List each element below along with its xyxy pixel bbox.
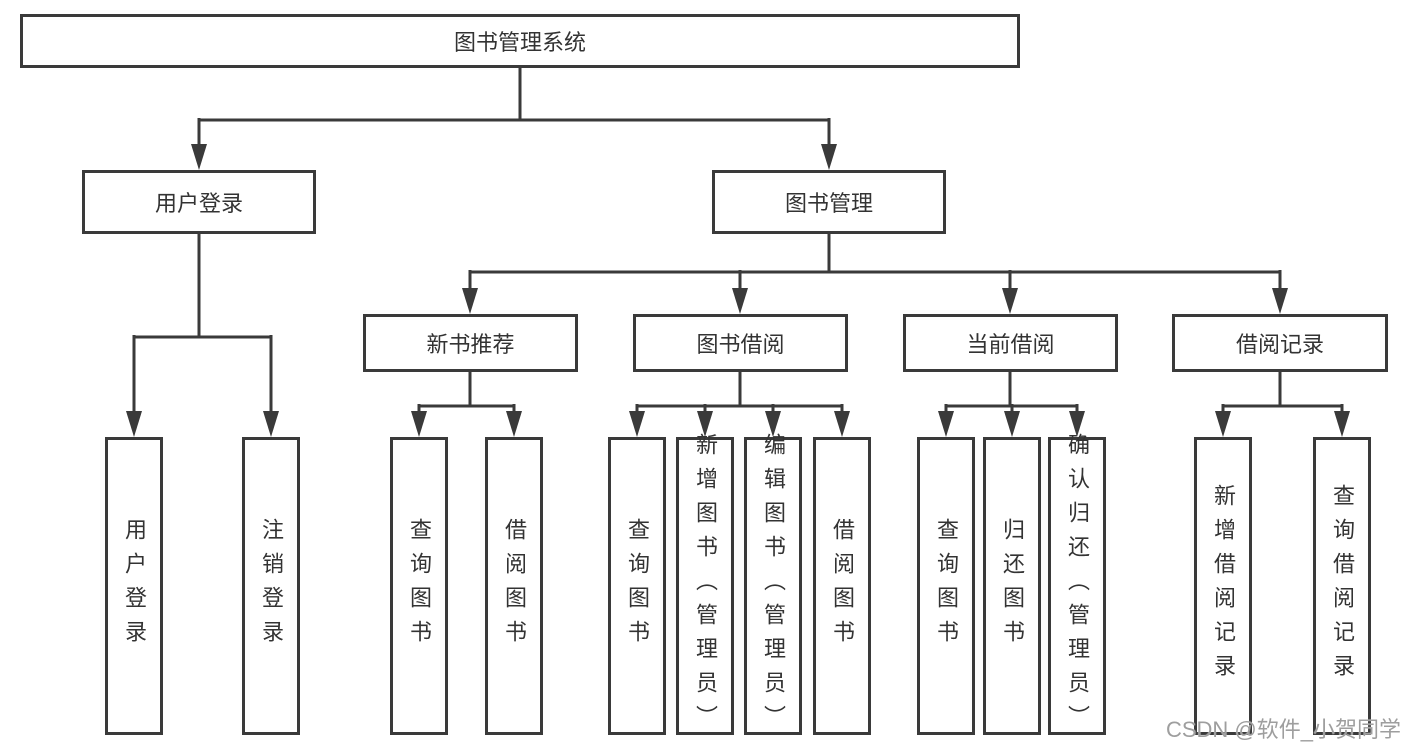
node-book-management-label: 图书管理 xyxy=(784,191,873,216)
leaf-borrowing-edit-books-admin-label: 编辑图书（管理员） xyxy=(761,433,786,739)
leaf-current-return-books-label: 归还图书 xyxy=(1000,518,1025,654)
leaf-logout-label: 注销登录 xyxy=(259,518,284,654)
node-user-login-label: 用户登录 xyxy=(154,191,243,216)
leaf-current-confirm-return-admin-label: 确认归还（管理员） xyxy=(1065,433,1090,739)
leaf-records-query-record: 查询借阅记录 xyxy=(1313,437,1371,735)
node-new-book-recommend-label: 新书推荐 xyxy=(426,332,515,357)
node-book-management: 图书管理 xyxy=(712,170,946,234)
leaf-newbook-borrow-books-label: 借阅图书 xyxy=(502,518,527,654)
leaf-borrowing-borrow-books: 借阅图书 xyxy=(813,437,871,735)
leaf-current-query-books-label: 查询图书 xyxy=(934,518,959,654)
leaf-records-add-record-label: 新增借阅记录 xyxy=(1211,484,1236,688)
node-book-borrowing: 图书借阅 xyxy=(633,314,848,372)
leaf-newbook-query-books: 查询图书 xyxy=(390,437,448,735)
leaf-newbook-borrow-books: 借阅图书 xyxy=(485,437,543,735)
leaf-borrowing-add-books-admin: 新增图书（管理员） xyxy=(676,433,734,739)
node-borrowing-records: 借阅记录 xyxy=(1172,314,1388,372)
node-root: 图书管理系统 xyxy=(20,14,1020,68)
leaf-user-login: 用户登录 xyxy=(105,437,163,735)
leaf-current-confirm-return-admin: 确认归还（管理员） xyxy=(1048,433,1106,739)
node-root-label: 图书管理系统 xyxy=(453,30,586,55)
node-book-borrowing-label: 图书借阅 xyxy=(696,332,785,357)
node-current-borrowing: 当前借阅 xyxy=(903,314,1118,372)
leaf-borrowing-query-books: 查询图书 xyxy=(608,437,666,735)
arrowheads xyxy=(126,144,1350,437)
node-borrowing-records-label: 借阅记录 xyxy=(1235,332,1324,357)
leaf-records-query-record-label: 查询借阅记录 xyxy=(1330,484,1355,688)
node-current-borrowing-label: 当前借阅 xyxy=(966,332,1055,357)
node-new-book-recommend: 新书推荐 xyxy=(363,314,578,372)
watermark: CSDN @软件_小贺同学 xyxy=(1165,717,1401,742)
leaf-newbook-query-books-label: 查询图书 xyxy=(407,518,432,654)
leaf-borrowing-edit-books-admin: 编辑图书（管理员） xyxy=(744,433,802,739)
leaf-borrowing-query-books-label: 查询图书 xyxy=(625,518,650,654)
leaf-current-query-books: 查询图书 xyxy=(917,437,975,735)
leaf-borrowing-add-books-admin-label: 新增图书（管理员） xyxy=(693,433,718,739)
node-user-login: 用户登录 xyxy=(82,170,316,234)
leaf-current-return-books: 归还图书 xyxy=(983,437,1041,735)
leaf-logout: 注销登录 xyxy=(242,437,300,735)
leaf-records-add-record: 新增借阅记录 xyxy=(1194,437,1252,735)
leaf-user-login-label: 用户登录 xyxy=(122,518,147,654)
leaf-borrowing-borrow-books-label: 借阅图书 xyxy=(830,518,855,654)
